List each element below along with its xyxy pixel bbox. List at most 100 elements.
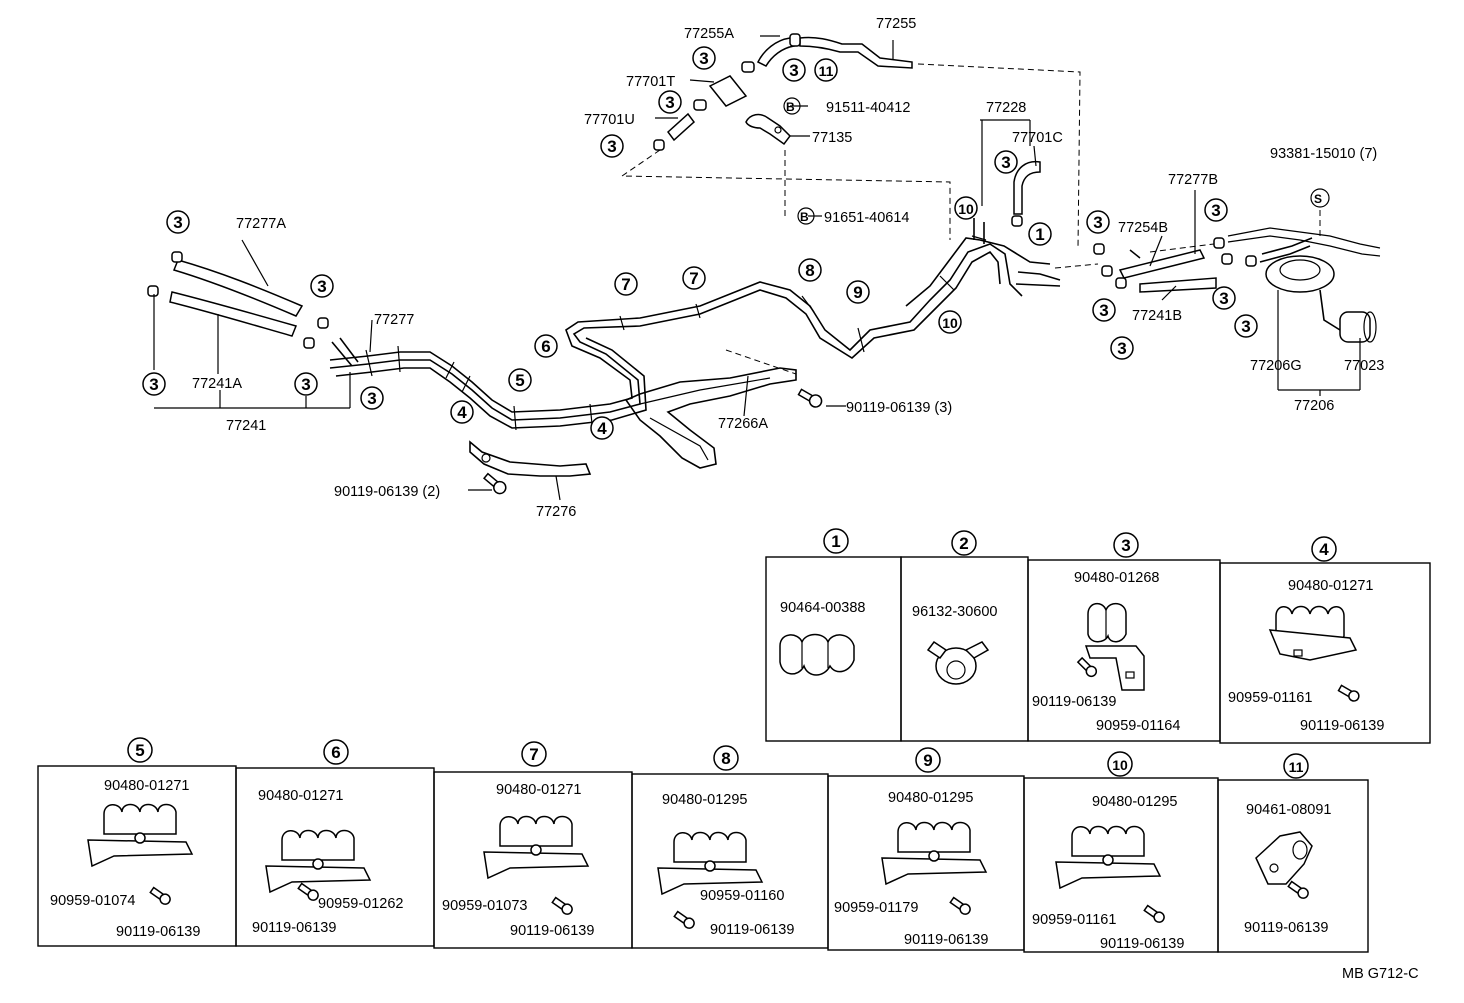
detail-header-6: 6 xyxy=(323,739,349,765)
detail-5-clamp xyxy=(87,803,194,868)
detail-10-part-1: 90480-01295 xyxy=(1092,794,1177,810)
svg-text:8: 8 xyxy=(805,261,814,280)
detail-8-part-1: 90480-01295 xyxy=(662,792,747,808)
svg-text:4: 4 xyxy=(1319,540,1329,559)
svg-text:1: 1 xyxy=(831,532,840,551)
svg-text:1: 1 xyxy=(1035,225,1044,244)
detail-7-part-1: 90480-01271 xyxy=(496,782,581,798)
label-77277b: 77277B xyxy=(1168,172,1218,188)
label-77241: 77241 xyxy=(226,418,266,434)
svg-text:3: 3 xyxy=(1241,317,1250,336)
detail-box-frames xyxy=(37,556,1431,953)
callout-3-27: 3 xyxy=(360,386,384,410)
detail-1-part-1: 90464-00388 xyxy=(780,600,865,616)
callout-3-1: 3 xyxy=(658,90,682,114)
label-77255a: 77255A xyxy=(684,26,734,42)
svg-text:10: 10 xyxy=(942,315,958,331)
detail-5-part-3: 90119-06139 xyxy=(116,924,200,940)
detail-illustrations xyxy=(779,602,1360,702)
svg-text:10: 10 xyxy=(958,201,974,217)
symbol-b-2: B xyxy=(800,210,809,224)
detail-header-11: 11 xyxy=(1283,753,1309,779)
detail-7-part-3: 90119-06139 xyxy=(510,923,594,939)
detail-11-bracket xyxy=(1255,831,1313,885)
label-91511: 91511-40412 xyxy=(826,100,910,116)
label-77701u: 77701U xyxy=(584,112,635,128)
svg-text:3: 3 xyxy=(301,375,310,394)
callout-3-10: 3 xyxy=(1086,210,1110,234)
callout-3-7: 3 xyxy=(142,372,166,396)
bolt-icons xyxy=(483,388,823,495)
detail-9-clamp xyxy=(881,821,988,886)
bolt-icon-2 xyxy=(551,896,573,915)
detail-1-clamp xyxy=(779,633,855,676)
callout-3-8: 3 xyxy=(294,372,318,396)
svg-text:7: 7 xyxy=(621,275,630,294)
detail-4-part-1: 90480-01271 xyxy=(1288,578,1373,594)
svg-text:3: 3 xyxy=(789,61,798,80)
label-77023: 77023 xyxy=(1344,358,1384,374)
callout-4-25: 4 xyxy=(450,400,474,424)
leader-lines xyxy=(153,35,1361,501)
svg-text:3: 3 xyxy=(149,375,158,394)
callout-9-19: 9 xyxy=(846,280,870,304)
detail-11-part-2: 90119-06139 xyxy=(1244,920,1328,936)
detail-8-part-2: 90959-01160 xyxy=(700,888,784,904)
svg-text:3: 3 xyxy=(1211,201,1220,220)
callout-3-0: 3 xyxy=(692,46,716,70)
label-77277a: 77277A xyxy=(236,216,286,232)
label-77701c: 77701C xyxy=(1012,130,1063,146)
detail-header-10: 10 xyxy=(1107,751,1133,777)
callout-1-16: 1 xyxy=(1028,222,1052,246)
callout-8-20: 8 xyxy=(798,258,822,282)
label-77135: 77135 xyxy=(812,130,852,146)
svg-text:3: 3 xyxy=(1001,153,1010,172)
callout-11-4: 11 xyxy=(814,58,838,82)
label-77241b: 77241B xyxy=(1132,308,1182,324)
callout-3-14: 3 xyxy=(1212,286,1236,310)
callout-3-3: 3 xyxy=(782,58,806,82)
label-90119x2: 90119-06139 (2) xyxy=(334,484,440,500)
svg-text:9: 9 xyxy=(853,283,862,302)
svg-text:3: 3 xyxy=(1099,301,1108,320)
bracket-77276 xyxy=(469,440,592,477)
filter-hoses-top xyxy=(653,33,913,151)
detail-part-labels: 90464-00388 96132-30600 90480-01268 9011… xyxy=(50,570,1384,952)
detail-3-part-1: 90480-01268 xyxy=(1074,570,1159,586)
callout-5-24: 5 xyxy=(508,368,532,392)
detail-4-part-2: 90959-01161 xyxy=(1228,690,1312,706)
svg-text:11: 11 xyxy=(819,63,834,79)
detail-9-part-2: 90959-01179 xyxy=(834,900,918,916)
label-77276: 77276 xyxy=(536,504,576,520)
detail-header-1: 1 xyxy=(823,528,849,554)
detail-9-part-3: 90119-06139 xyxy=(904,932,988,948)
label-77206g: 77206G xyxy=(1250,358,1302,374)
svg-text:3: 3 xyxy=(1219,289,1228,308)
detail-5-part-2: 90959-01074 xyxy=(50,893,135,909)
detail-header-4: 4 xyxy=(1311,536,1337,562)
symbol-s: S xyxy=(1314,192,1322,206)
svg-text:2: 2 xyxy=(959,534,968,553)
callout-4-26: 4 xyxy=(590,416,614,440)
svg-text:7: 7 xyxy=(689,269,698,288)
detail-clamps-5-11 xyxy=(87,803,1313,929)
detail-9-part-1: 90480-01295 xyxy=(888,790,973,806)
callout-3-13: 3 xyxy=(1204,198,1228,222)
callout-6-23: 6 xyxy=(534,334,558,358)
bolt-icon-5 xyxy=(1143,904,1165,923)
detail-10-part-2: 90959-01161 xyxy=(1032,912,1116,928)
callout-3-5: 3 xyxy=(166,210,190,234)
callout-3-9: 3 xyxy=(994,150,1018,174)
detail-11-part-1: 90461-08091 xyxy=(1246,802,1331,818)
detail-5-part-1: 90480-01271 xyxy=(104,778,189,794)
detail-2-clip xyxy=(926,640,990,685)
label-77228: 77228 xyxy=(986,100,1026,116)
part-labels: 77255A 77255 77701T 77701U 91511-40412 7… xyxy=(192,16,1419,982)
label-77266a: 77266A xyxy=(718,416,768,432)
svg-text:10: 10 xyxy=(1112,757,1128,773)
detail-6-part-2: 90959-01262 xyxy=(318,896,403,912)
detail-7-clamp xyxy=(483,815,590,880)
